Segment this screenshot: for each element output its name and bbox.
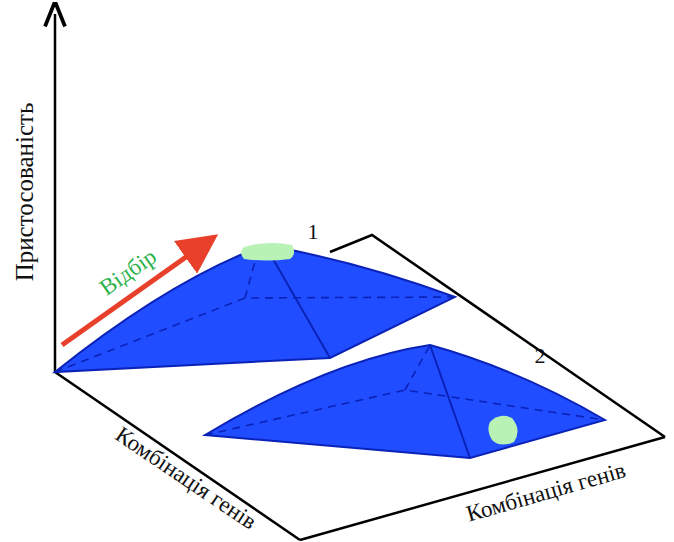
population [241, 243, 294, 261]
population [488, 416, 517, 445]
selection-arrow [62, 240, 210, 345]
axis-label: Комбінація генів [111, 423, 260, 534]
process-label: Відбір [96, 245, 161, 300]
axis-line [55, 372, 300, 540]
y-axis [54, 14, 57, 372]
callout-number: 1 [308, 221, 319, 243]
axis-label: Комбінація генів [464, 458, 628, 525]
callout-number: 2 [535, 345, 546, 367]
axis-label: Пристосованість [12, 103, 37, 282]
